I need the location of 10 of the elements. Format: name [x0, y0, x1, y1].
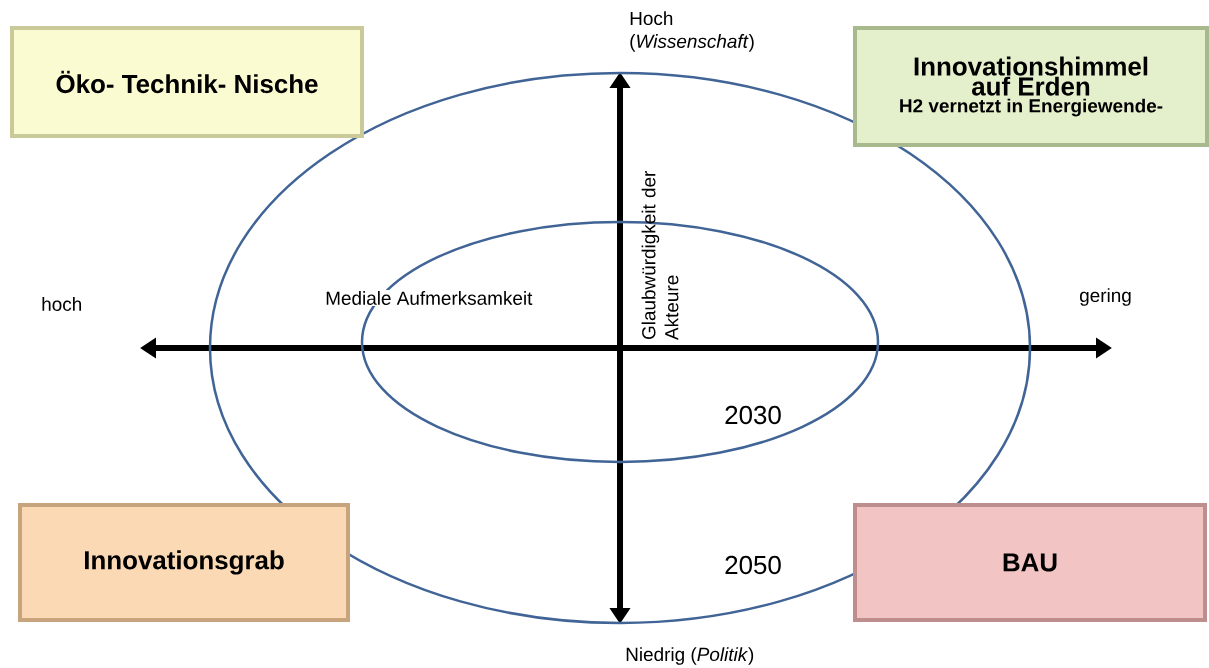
axis-label: Niedrig (Politik) [626, 647, 754, 665]
axis-label: Hoch (Wissenschaft) [630, 11, 754, 52]
quadrant-box: Innovationsgrab [18, 503, 350, 622]
axis-label: Glaubwürdigkeit der Akteure [641, 170, 679, 340]
quadrant-box: BAU [853, 503, 1207, 622]
ellipse-label: Mediale Aufmerksamkeit [324, 290, 534, 306]
quadrant-box: Innovationshimmel auf Erden H2 vernetzt in Energiewende- [853, 26, 1209, 147]
axis-label: hoch [42, 297, 81, 311]
axis-label: gering [1080, 288, 1131, 306]
quadrant-box: Öko- Technik- Nische [10, 26, 364, 138]
